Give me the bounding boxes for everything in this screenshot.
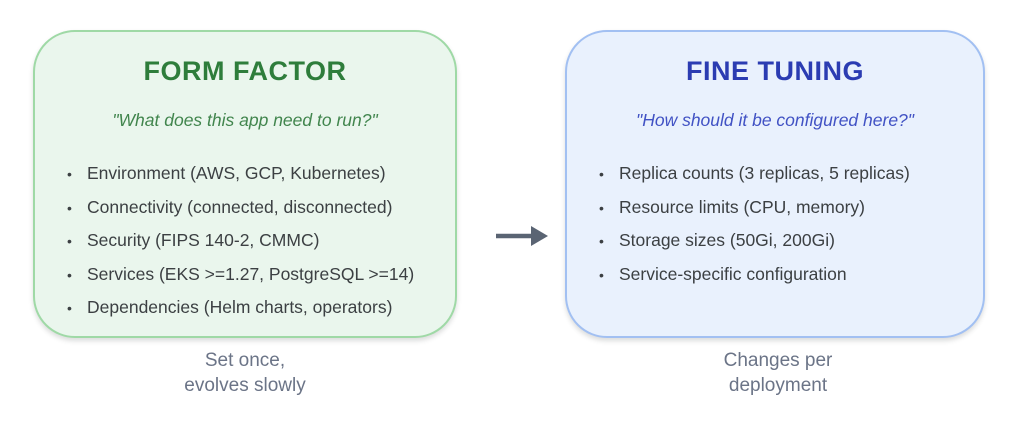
form-factor-subtitle: "What does this app need to run?" [112,110,378,130]
bullet-icon: • [67,233,72,250]
list-item: • Environment (AWS, GCP, Kubernetes) [67,157,431,191]
list-item-text: Connectivity (connected, disconnected) [87,196,393,217]
bullet-icon: • [67,266,72,283]
list-item: • Resource limits (CPU, memory) [599,191,959,225]
list-item-text: Dependencies (Helm charts, operators) [87,297,393,318]
bullet-icon: • [599,166,604,182]
bullet-icon: • [67,300,72,317]
list-item-text: Security (FIPS 140-2, CMMC) [87,230,320,251]
list-item: • Service-specific configuration [599,258,959,292]
fine-tuning-card: FINE TUNING "How should it be configured… [565,30,985,338]
fine-tuning-caption: Changes per deployment [648,348,908,398]
form-factor-card: FORM FACTOR "What does this app need to … [33,30,457,338]
form-factor-caption-line2: evolves slowly [184,375,306,396]
fine-tuning-caption-line2: deployment [728,375,828,396]
fine-tuning-list: • Replica counts (3 replicas, 5 replicas)… [567,157,983,291]
list-item-text: Environment (AWS, GCP, Kubernetes) [87,163,386,183]
fine-tuning-caption-line1: Changes per [723,350,833,371]
bullet-icon: • [599,199,604,216]
list-item: • Security (FIPS 140-2, CMMC) [67,224,431,258]
list-item: • Replica counts (3 replicas, 5 replicas) [599,157,959,191]
list-item: • Services (EKS >=1.27, PostgreSQL >=14) [67,258,431,292]
list-item-text: Services (EKS >=1.27, PostgreSQL >=14) [87,263,415,284]
right-arrow-icon [494,222,550,250]
bullet-icon: • [67,199,72,216]
bullet-icon: • [67,166,72,182]
list-item: • Storage sizes (50Gi, 200Gi) [599,224,959,258]
form-factor-caption-line1: Set once, [204,350,286,371]
form-factor-title: FORM FACTOR [143,56,347,86]
bullet-icon: • [599,266,604,283]
list-item-text: Resource limits (CPU, memory) [619,196,865,217]
list-item-text: Replica counts (3 replicas, 5 replicas) [619,163,910,183]
fine-tuning-title: FINE TUNING [686,56,864,86]
bullet-icon: • [599,233,604,250]
list-item: • Dependencies (Helm charts, operators) [67,291,431,325]
form-factor-list: • Environment (AWS, GCP, Kubernetes) • Conn… [35,157,455,325]
list-item-text: Storage sizes (50Gi, 200Gi) [619,230,835,251]
list-item: • Connectivity (connected, disconnected) [67,191,431,225]
list-item-text: Service-specific configuration [619,263,847,284]
fine-tuning-subtitle: "How should it be configured here?" [635,110,914,130]
form-factor-caption: Set once, evolves slowly [115,348,375,398]
